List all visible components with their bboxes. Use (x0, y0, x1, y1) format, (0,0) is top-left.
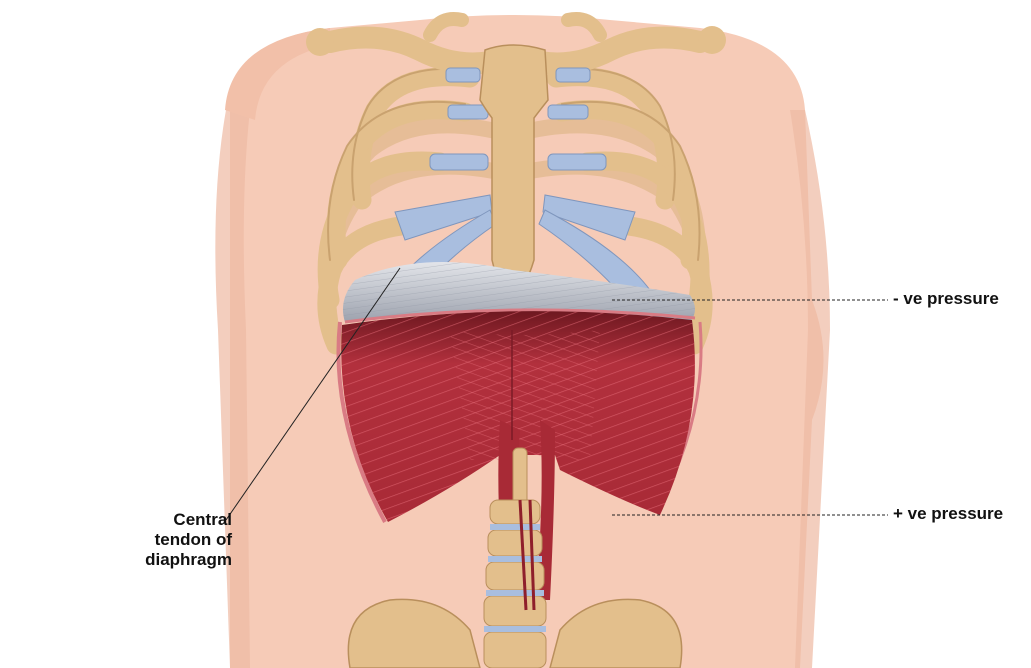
central-tendon-label: Central tendon of diaphragm (120, 510, 232, 570)
central-tendon-label-line1: Central tendon of (120, 510, 232, 550)
positive-pressure-label: + ve pressure (893, 504, 1003, 524)
negative-pressure-label: - ve pressure (893, 289, 999, 309)
central-tendon-label-line2: diaphragm (120, 550, 232, 570)
